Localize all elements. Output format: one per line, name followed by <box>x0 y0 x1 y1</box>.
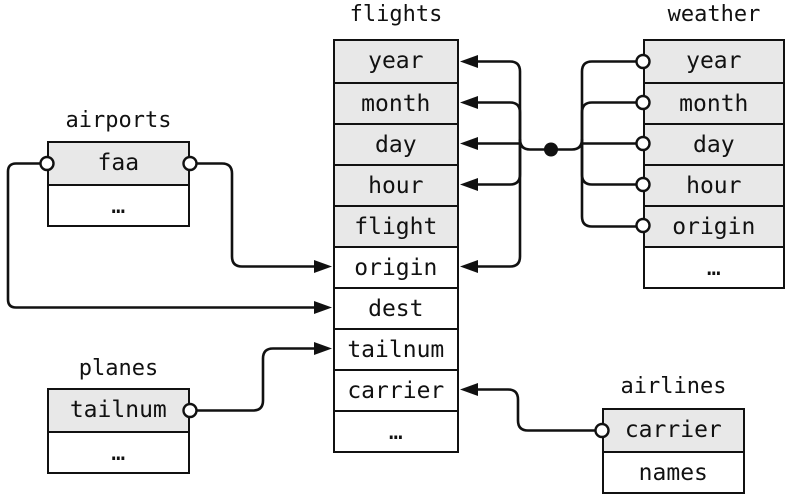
field-flights-origin: origin <box>335 246 457 287</box>
table-title-weather: weather <box>667 2 761 27</box>
relation-airlines-carrier <box>460 383 596 432</box>
table-airports: faa … <box>47 141 190 227</box>
field-flights-year: year <box>335 41 457 82</box>
field-weather-month: month <box>645 82 783 123</box>
field-planes-more: … <box>49 431 188 472</box>
field-planes-tailnum: tailnum <box>49 390 188 431</box>
field-airlines-carrier: carrier <box>604 410 743 451</box>
table-planes: tailnum … <box>47 388 190 474</box>
edge-airlines-carrier <box>460 383 596 432</box>
table-title-airlines: airlines <box>620 374 727 399</box>
edge-weather-flights-hour <box>460 149 522 191</box>
table-title-airports: airports <box>65 108 172 133</box>
relation-weather-flights <box>460 53 651 273</box>
field-flights-carrier: carrier <box>335 369 457 410</box>
field-flights-day: day <box>335 123 457 164</box>
table-airlines: carrier names <box>602 408 745 494</box>
edge-weather-month <box>580 101 637 149</box>
field-weather-hour: hour <box>645 164 783 205</box>
edge-weather-hour <box>580 149 637 186</box>
table-title-flights: flights <box>349 2 443 27</box>
edge-compound-link <box>518 138 584 151</box>
field-weather-more: … <box>645 246 783 287</box>
field-flights-more: … <box>335 410 457 451</box>
relation-airports-origin <box>196 162 332 273</box>
field-flights-month: month <box>335 82 457 123</box>
compound-key-dot-icon <box>544 142 558 157</box>
edge-weather-flights-year <box>460 55 522 149</box>
edge-airports-origin <box>196 162 332 273</box>
relation-planes-tailnum <box>196 342 332 412</box>
field-airports-faa: faa <box>49 143 188 184</box>
edge-planes-tailnum <box>196 342 332 412</box>
field-airlines-names: names <box>604 451 743 492</box>
field-weather-year: year <box>645 41 783 82</box>
edge-weather-flights-origin <box>460 149 522 273</box>
table-weather: year month day hour origin … <box>643 39 785 289</box>
table-flights: year month day hour flight origin dest t… <box>333 39 459 453</box>
table-title-planes: planes <box>78 356 159 381</box>
field-flights-hour: hour <box>335 164 457 205</box>
field-weather-origin: origin <box>645 205 783 246</box>
field-airports-more: … <box>49 184 188 225</box>
field-flights-flight: flight <box>335 205 457 246</box>
field-flights-dest: dest <box>335 287 457 328</box>
edge-weather-origin <box>580 149 637 228</box>
field-weather-day: day <box>645 123 783 164</box>
edge-weather-flights-month <box>460 96 522 149</box>
edge-weather-year <box>580 60 637 149</box>
field-flights-tailnum: tailnum <box>335 328 457 369</box>
